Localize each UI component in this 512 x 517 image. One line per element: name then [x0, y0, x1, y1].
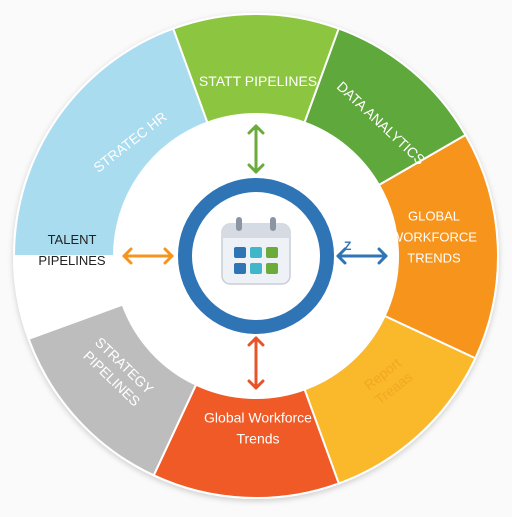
- segment-label-line: Trends: [236, 430, 279, 446]
- segment-label-staff-pipelines: STATT PIPELINES: [199, 73, 317, 89]
- arrow-down: [247, 336, 265, 390]
- connector-arrows: Z: [122, 124, 388, 390]
- arrow-tag: Z: [344, 239, 351, 253]
- segment-label-line: TALENT: [48, 232, 97, 247]
- arrow-right: Z: [336, 239, 388, 265]
- central-hub: [176, 176, 336, 336]
- segment-label-line: STATT PIPELINES: [199, 73, 317, 89]
- segment-label-line: GLOBAL: [408, 209, 460, 224]
- arrow-left: [122, 247, 174, 265]
- segment-label-global-workforce-trends-right: GLOBAL WORKFORCE TRENDS: [391, 209, 477, 266]
- hub-ring: [178, 178, 334, 334]
- segment-label-line: TRENDS: [407, 251, 461, 266]
- segment-label-talent-pipelines: TALENT PIPELINES: [38, 232, 106, 268]
- segment-label-line: PIPELINES: [38, 253, 106, 268]
- calendar-icon: [221, 217, 291, 285]
- segment-label-line: Global Workforce: [204, 409, 312, 425]
- segment-label-line: WORKFORCE: [391, 230, 477, 245]
- arrow-up: [247, 124, 265, 174]
